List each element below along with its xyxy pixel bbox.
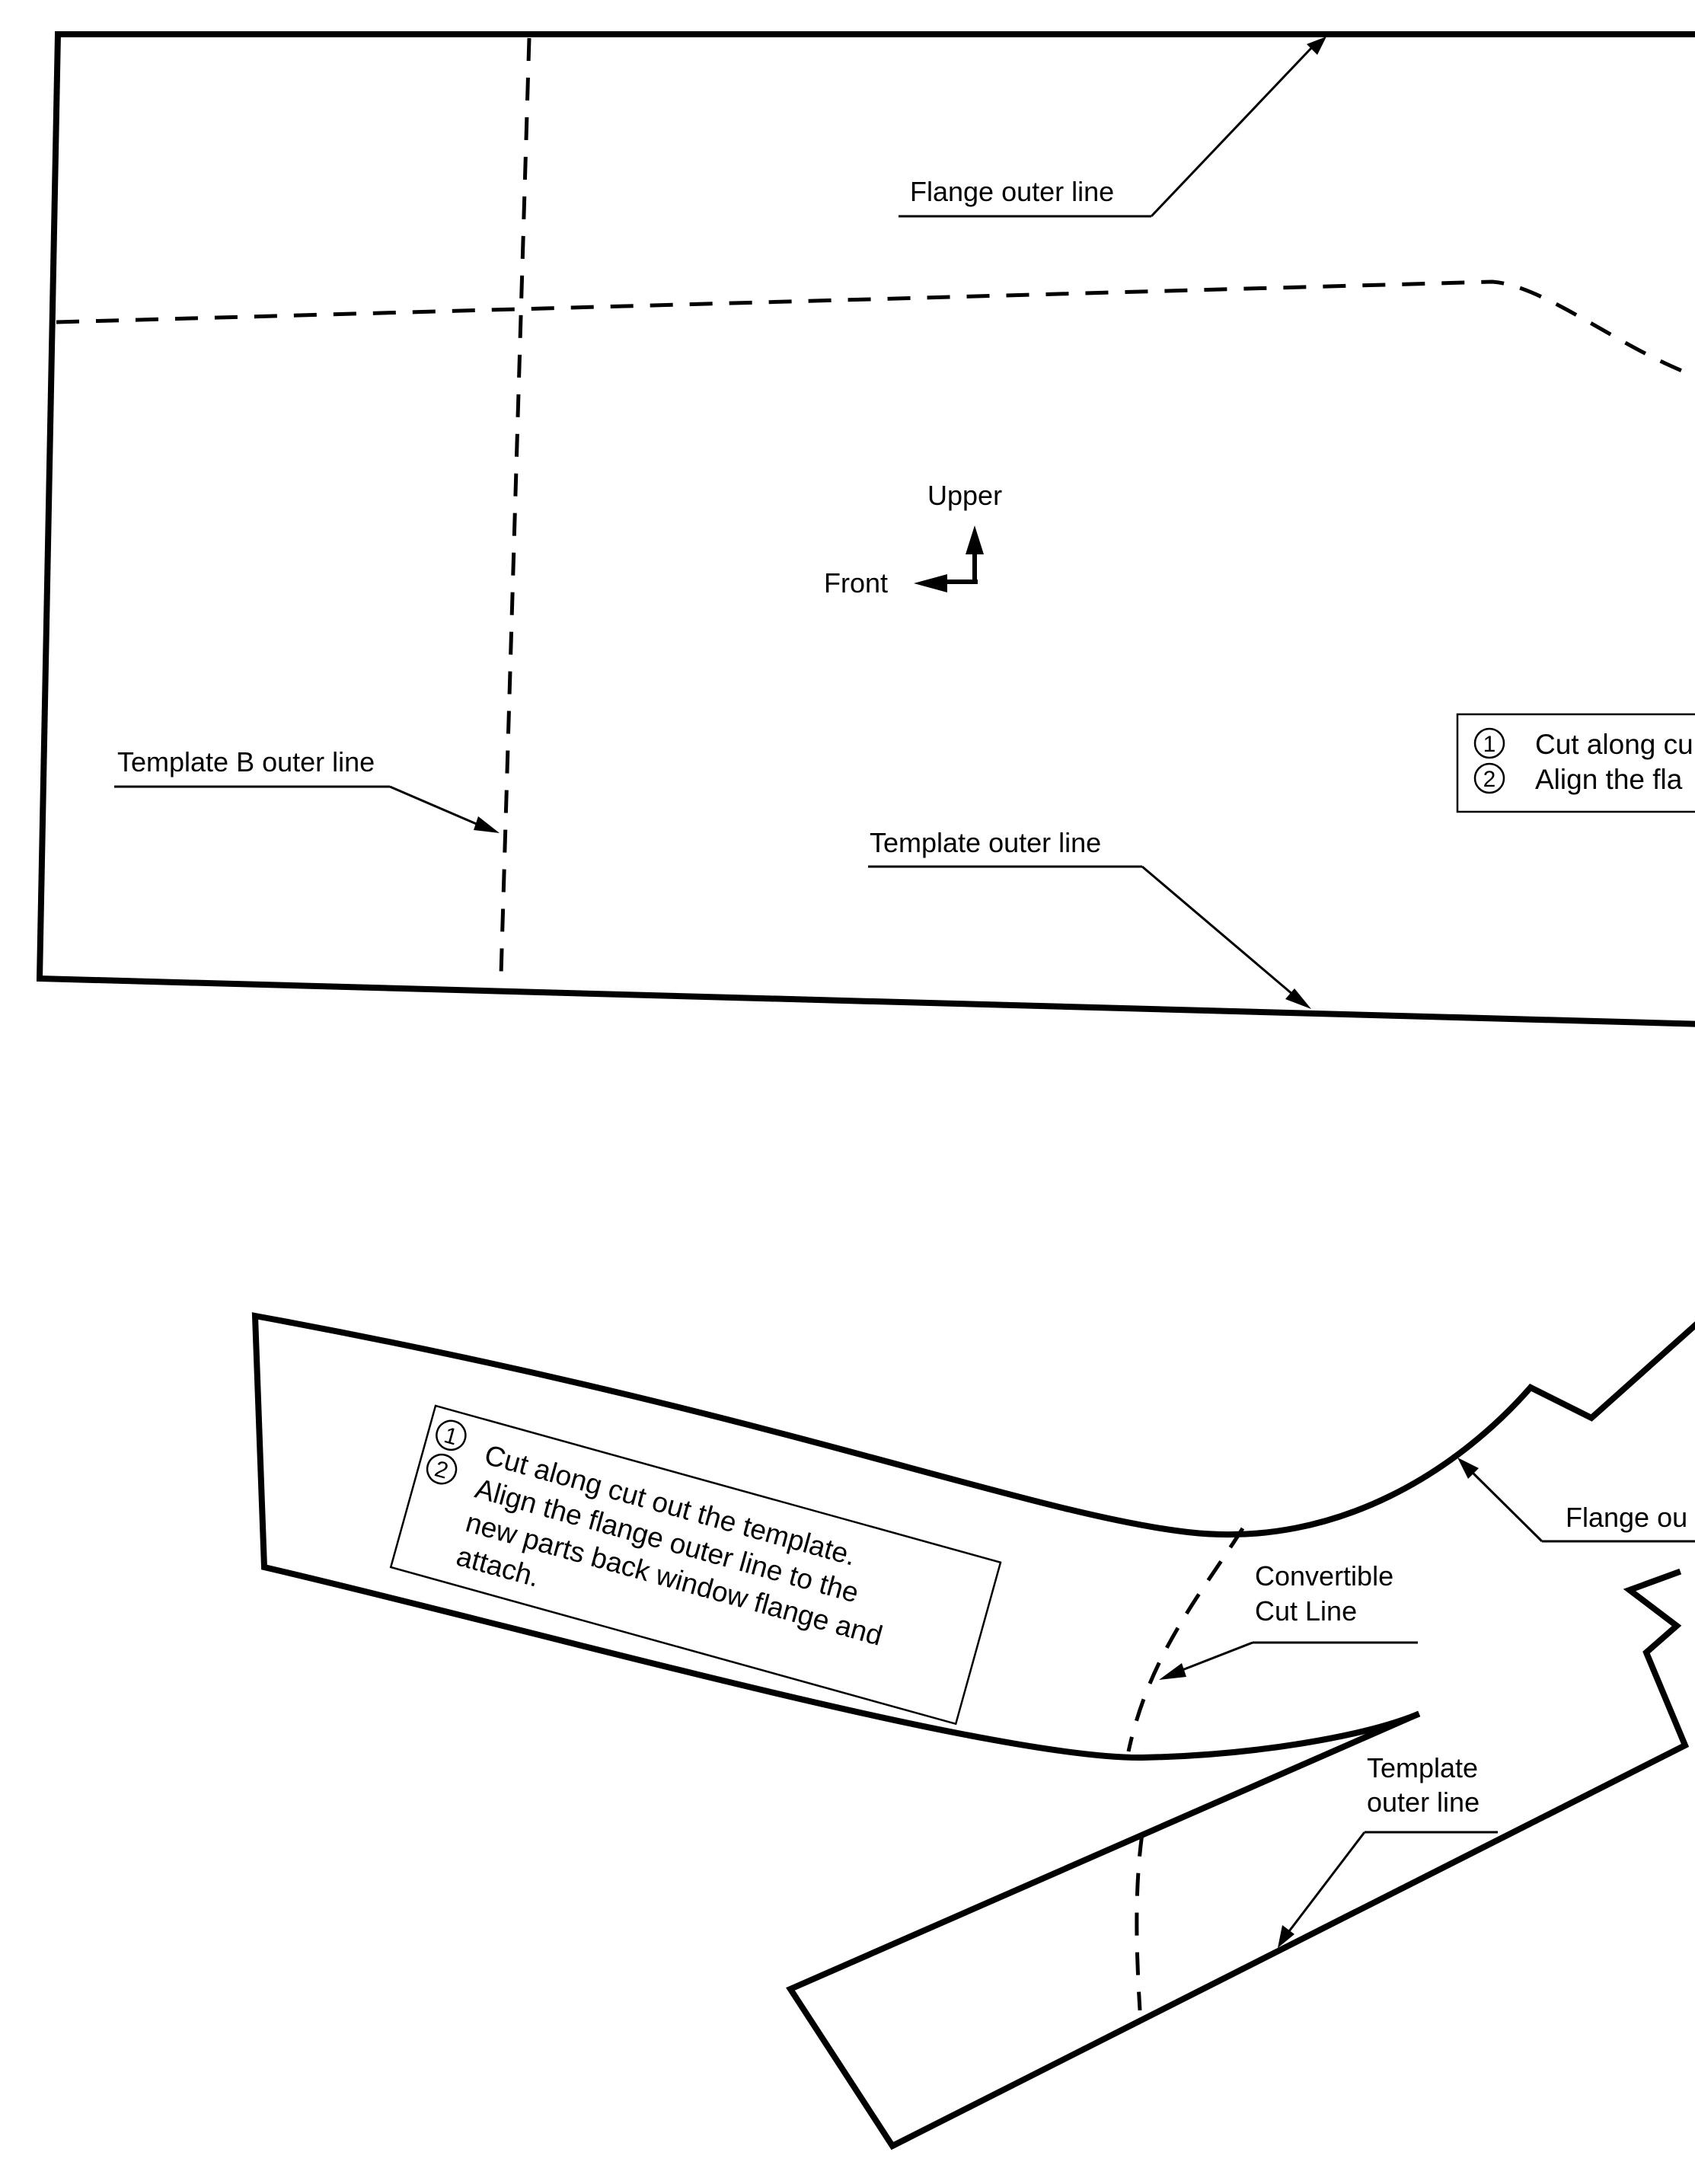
arrowhead xyxy=(1285,988,1311,1009)
convertible-cut-line-callout: Convertible Cut Line xyxy=(1159,1560,1418,1680)
top-note-step-1: Cut along cu xyxy=(1535,729,1693,760)
front-arrowhead xyxy=(914,574,947,592)
template-outer-line-callout-bottom: Template outer line xyxy=(1278,1752,1498,1948)
step-1-circle xyxy=(1473,727,1505,759)
arrowhead xyxy=(1457,1458,1479,1479)
convertible-label-line-2: Cut Line xyxy=(1255,1595,1357,1627)
template-b-outer-line-callout: Template B outer line xyxy=(114,746,500,833)
bottom-template-straight-piece xyxy=(786,1568,1690,2150)
step-2-circle xyxy=(1473,762,1505,794)
flange-outer-line-label-top: Flange outer line xyxy=(910,176,1114,207)
flange-outer-line-callout-top: Flange outer line xyxy=(899,37,1326,218)
top-template-horizontal-dash xyxy=(56,279,1695,378)
upper-label: Upper xyxy=(927,480,1002,511)
flange-outer-line-label-bottom: Flange ou xyxy=(1566,1502,1687,1533)
arrowhead xyxy=(1307,37,1326,55)
top-template-outline xyxy=(36,31,1695,1027)
front-label: Front xyxy=(824,567,888,599)
step-2-circle xyxy=(426,1453,458,1485)
top-template-b-vertical-dash xyxy=(499,37,531,975)
top-instruction-box: 1 Cut along cu 2 Align the fla xyxy=(1456,713,1695,813)
svg-text:1: 1 xyxy=(1483,732,1496,757)
upper-arrowhead xyxy=(966,525,984,554)
arrowhead xyxy=(474,816,500,833)
flange-outer-line-callout-bottom: Flange ou xyxy=(1457,1458,1695,1543)
template-outer-line-label-top: Template outer line xyxy=(870,827,1101,858)
orientation-indicator: Upper Front xyxy=(824,480,1002,599)
template-outer-line-label-bottom-2: outer line xyxy=(1367,1786,1480,1818)
arrowhead xyxy=(1278,1925,1294,1948)
svg-text:2: 2 xyxy=(432,1456,451,1483)
convertible-cut-line-lower xyxy=(1135,1833,1144,2011)
arrowhead xyxy=(1159,1663,1186,1680)
bottom-template: Flange ou Convertible Cut Line Template … xyxy=(251,1312,1695,2150)
convertible-cut-line xyxy=(1126,1527,1245,1752)
template-outer-line-callout-top: Template outer line xyxy=(868,827,1311,1009)
top-note-step-2: Align the fla xyxy=(1535,764,1683,795)
svg-text:1: 1 xyxy=(442,1422,461,1450)
template-outer-line-label-bottom-1: Template xyxy=(1367,1752,1478,1783)
svg-text:2: 2 xyxy=(1483,767,1496,792)
convertible-label-line-1: Convertible xyxy=(1255,1560,1393,1592)
top-template: Flange outer line Upper Front Template B… xyxy=(36,31,1695,1027)
bottom-template-curved-piece xyxy=(251,1312,1695,1761)
step-1-circle xyxy=(436,1419,467,1451)
template-b-outer-line-label: Template B outer line xyxy=(117,746,375,777)
